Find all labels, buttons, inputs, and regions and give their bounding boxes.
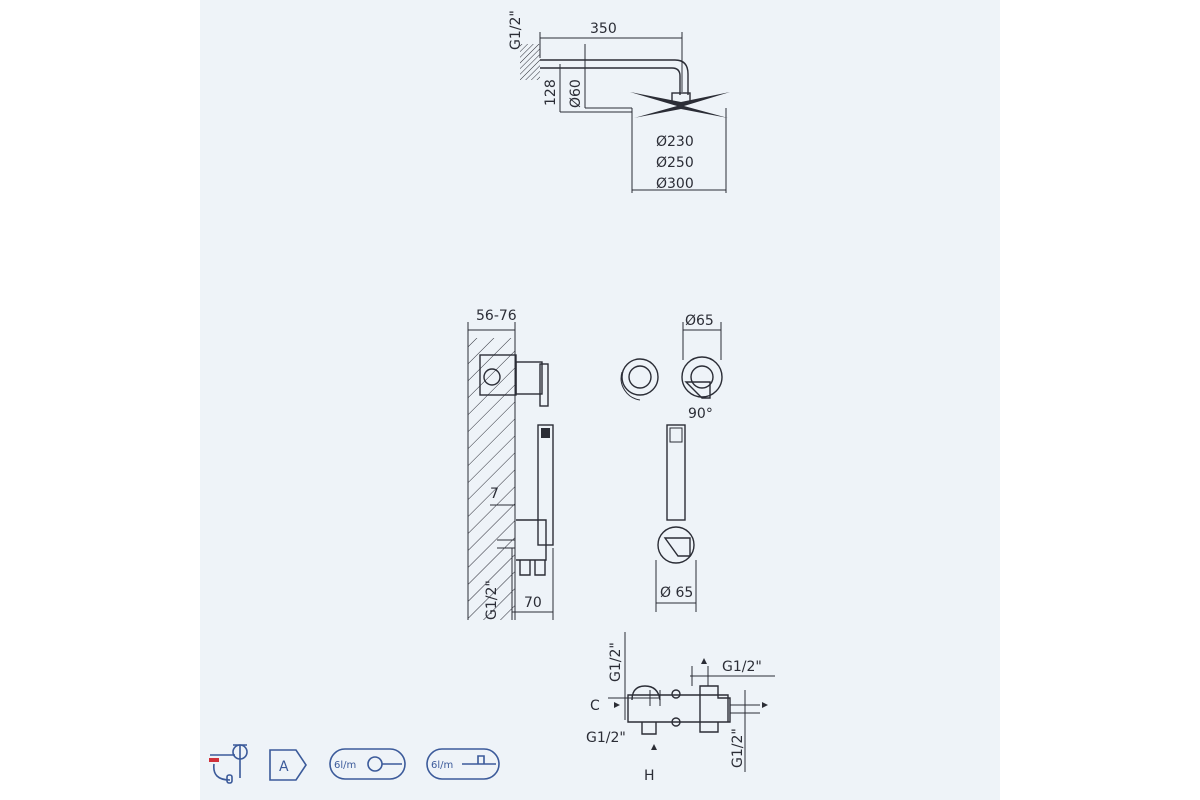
hand-shower-flow-badge: 6l/m — [329, 748, 406, 780]
arm-length-label: 350 — [590, 21, 617, 37]
energy-class-badge: A — [269, 749, 307, 781]
rosette-diameter-label: Ø65 — [685, 313, 714, 329]
wall-hatch — [468, 338, 515, 620]
wall-depth-label: 56-76 — [476, 308, 517, 324]
exposed-mixer-drawing: G1/2" G1/2" C G1/2" H G1/2" — [586, 632, 775, 784]
side-inlet-label: G1/2" — [484, 580, 500, 620]
right-outlet-label: G1/2" — [730, 728, 746, 768]
overhead-shower-icon — [462, 755, 496, 765]
drop-label: 128 — [543, 79, 559, 106]
drawing-panel — [200, 0, 1000, 800]
head-shower-flow-badge: 6l/m — [426, 748, 500, 780]
svg-text:6l/m: 6l/m — [431, 760, 453, 771]
hot-inlet-label: G1/2" — [586, 730, 626, 746]
cold-label: C — [590, 698, 600, 714]
wall-mixer-side-view: 56-76 7 G1/2" 70 — [467, 308, 554, 620]
shower-head-icon — [630, 92, 730, 118]
wall-mixer-front-view: Ø65 90° Ø 65 — [620, 313, 723, 612]
svg-text:A: A — [279, 759, 289, 775]
hand-shower-set-icon — [209, 744, 248, 784]
wall-section — [520, 44, 540, 80]
right-outlet-top-label: G1/2" — [722, 659, 762, 675]
head-size-230: Ø230 — [656, 134, 694, 150]
overhead-shower-drawing: 350 G1/2" 128 Ø60 Ø230 Ø250 Ø300 — [508, 10, 730, 193]
product-badges: A 6l/m 6l/m — [209, 744, 500, 784]
head-size-250: Ø250 — [656, 155, 694, 171]
rotation-arrow-icon — [620, 371, 641, 401]
projection-label: 70 — [524, 595, 542, 611]
offset-label: 7 — [490, 486, 499, 502]
head-size-300: Ø300 — [656, 176, 694, 192]
top-inlet-label: G1/2" — [608, 642, 624, 682]
arm-diameter-label: Ø60 — [568, 79, 584, 108]
hot-label: H — [644, 768, 655, 784]
bracket-diameter-label: Ø 65 — [660, 585, 693, 601]
lever-angle-label: 90° — [688, 406, 713, 422]
overhead-inlet-label: G1/2" — [508, 10, 524, 50]
svg-text:6l/m: 6l/m — [334, 760, 356, 771]
